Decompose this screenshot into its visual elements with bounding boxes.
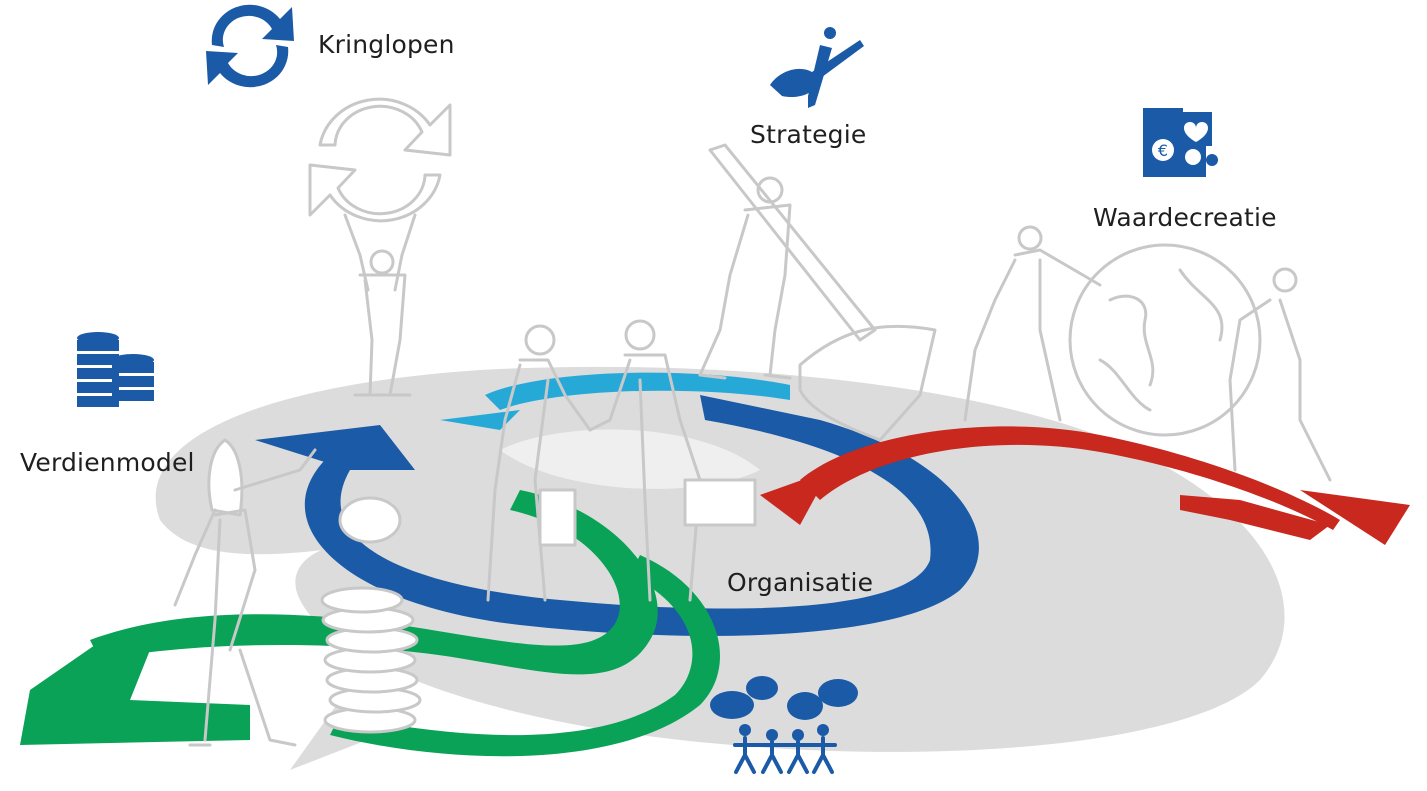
light-blue-arc: [485, 372, 790, 410]
organisatie-label: Organisatie: [727, 568, 874, 597]
light-blue-arrow: [440, 410, 520, 430]
people-thinking-icon: [710, 676, 858, 774]
red-curve-arrow: [800, 426, 1340, 530]
verdienmodel-label: Verdienmodel: [20, 448, 195, 477]
blue-loop-arrow: [304, 395, 979, 636]
figure-pencil-person: [698, 143, 937, 442]
kringlopen-label: Kringlopen: [318, 30, 455, 59]
figure-handshake-pair: [486, 319, 757, 602]
coin-stack-graphic: [320, 496, 422, 734]
red-arrow-head-left: [760, 470, 830, 525]
green-lower-loop: [330, 555, 720, 757]
blue-arrow-head: [255, 425, 415, 470]
red-arrow-head-right: [1300, 490, 1410, 545]
green-loop-arrow: [90, 490, 658, 675]
red-tail-segment: [1180, 495, 1330, 540]
puzzle-pieces-icon: €: [1143, 108, 1218, 177]
recycle-arrows-icon: [206, 4, 294, 88]
green-arrow-head: [20, 645, 250, 745]
waardecreatie-label: Waardecreatie: [1093, 203, 1277, 232]
figure-globe-people: [963, 225, 1332, 482]
coin-stacks-icon: [77, 332, 154, 407]
figure-lifting-person: [343, 213, 417, 397]
svg-text:€: €: [1158, 141, 1168, 160]
brush-and-pen-icon: [770, 27, 864, 108]
figure-woman-gesturing: [173, 438, 317, 747]
recycle-outline-graphic: [308, 97, 452, 223]
strategie-label: Strategie: [750, 120, 867, 149]
